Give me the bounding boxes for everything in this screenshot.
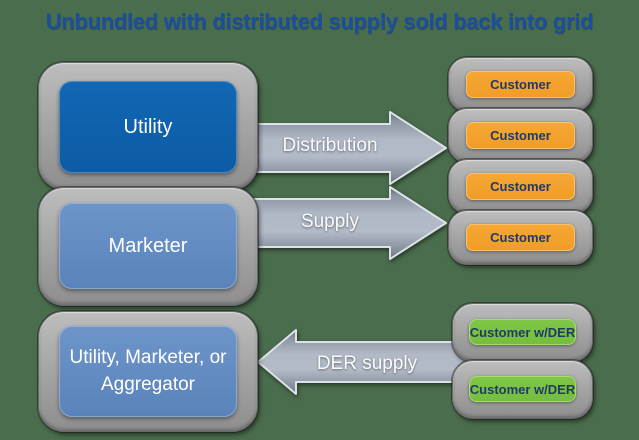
supply-arrow-label: Supply	[300, 211, 360, 232]
der-supply-arrow-label: DER supply	[316, 353, 418, 374]
customer-der-shell: Customer w/DER	[452, 360, 593, 419]
customer-shell: Customer	[448, 108, 593, 163]
marketer-label: Marketer	[108, 235, 188, 257]
aggregator-label-line2: Aggregator	[100, 373, 195, 395]
customer-box: Customer	[466, 122, 575, 149]
customer-der-box: Customer w/DER	[469, 376, 576, 402]
diagram-title: Unbundled with distributed supply sold b…	[45, 9, 594, 34]
utility-box: Utility	[59, 81, 237, 173]
aggregator-shell: Utility, Marketer, or Aggregator	[38, 311, 258, 432]
der-supply-arrow	[257, 329, 466, 395]
supply-arrow	[250, 186, 447, 260]
marketer-box: Marketer	[59, 203, 237, 289]
marketer-shell: Marketer	[38, 187, 258, 306]
aggregator-box: Utility, Marketer, or Aggregator	[59, 326, 237, 417]
customer-der-box: Customer w/DER	[469, 319, 576, 345]
distribution-arrow-label: Distribution	[282, 135, 378, 156]
aggregator-label-line1: Utility, Marketer, or	[69, 346, 227, 368]
customer-der-shell: Customer w/DER	[452, 303, 593, 362]
customer-box: Customer	[466, 224, 575, 251]
customer-shell: Customer	[448, 57, 593, 112]
customer-box: Customer	[466, 173, 575, 200]
utility-label: Utility	[123, 115, 173, 138]
customer-box: Customer	[466, 71, 575, 98]
customer-shell: Customer	[448, 159, 593, 214]
utility-shell: Utility	[38, 62, 258, 190]
customer-shell: Customer	[448, 210, 593, 265]
distribution-arrow	[250, 111, 447, 185]
